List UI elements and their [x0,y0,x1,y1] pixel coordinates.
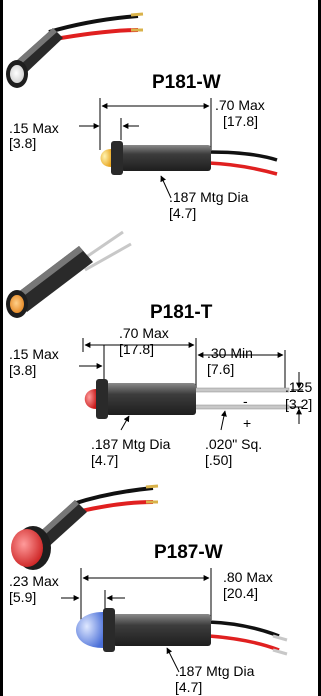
perspective-view-1 [6,12,144,88]
dim-flange-max-mm: [5.9] [9,589,37,605]
dim-mtg-dia-mm: [4.7] [175,679,203,695]
dim-lead-spacing: .125 [285,379,313,395]
drawing-canvas [6,12,303,673]
perspective-view-3 [11,484,159,570]
dim-flange-max-mm: [3.8] [9,362,37,378]
dim-flange-max: .15 Max [9,346,59,362]
dim-mtg-dia-mm: [4.7] [91,452,119,468]
dim-length-max-mm: [17.8] [223,113,259,129]
dim-mtg-dia: .187 Mtg Dia [175,663,255,679]
perspective-view-2 [6,230,132,318]
dim-length-max: .70 Max [215,97,265,113]
dimension-drawing-p187w [61,568,288,673]
dim-length-max-mm: [20.4] [223,585,259,601]
lead-minus-sign: - [243,393,248,409]
part-number-p187w: P187-W [154,542,223,563]
part-number-p181w: P181-W [152,72,221,93]
dim-flange-max: .15 Max [9,120,59,136]
lead-plus-sign: + [243,415,252,431]
dim-mtg-dia: .187 Mtg Dia [91,436,171,452]
dim-lead-min-mm: [7.6] [207,361,235,377]
dim-lead-min: .30 Min [207,345,253,361]
dim-length-max-mm: [17.8] [119,341,155,357]
dim-mtg-dia-mm: [4.7] [169,205,197,221]
dim-flange-max: .23 Max [9,573,59,589]
dim-lead-sq-mm: [.50] [205,452,233,468]
dim-lead-sq: .020" Sq. [205,436,263,452]
dimension-drawing-p181w [79,98,278,199]
dimension-drawing-p181t [79,338,303,431]
part-number-p181t: P181-T [150,302,213,323]
dim-length-max: .80 Max [223,569,273,585]
dim-mtg-dia: .187 Mtg Dia [169,189,249,205]
dim-flange-max-mm: [3.8] [9,135,37,151]
dim-length-max: .70 Max [119,325,169,341]
dim-lead-spacing-mm: [3.2] [285,396,313,412]
